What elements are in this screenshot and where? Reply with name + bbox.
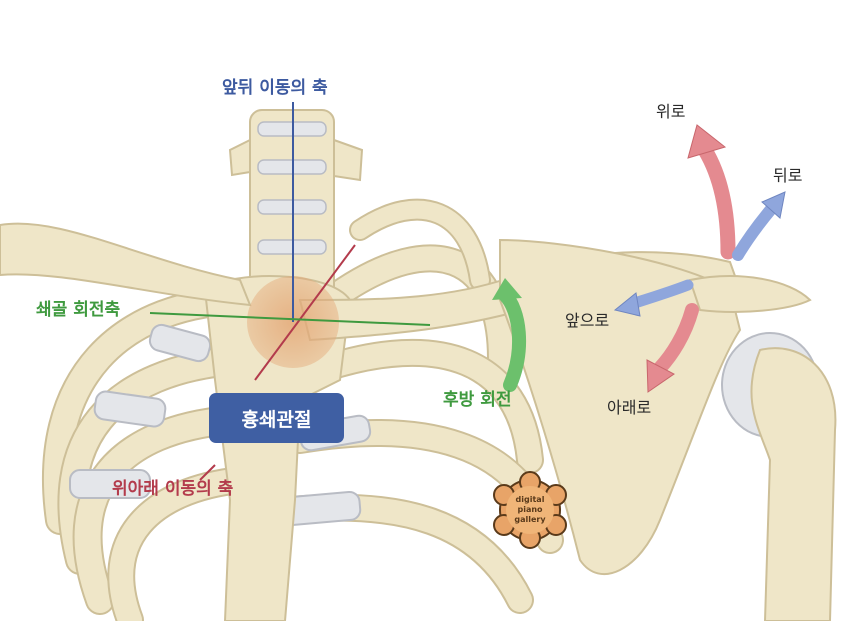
up-label: 위로 [656, 102, 686, 121]
si-axis-line [254, 244, 356, 381]
left-costal-cartilage [69, 323, 212, 499]
posterior-rotation-label: 후방 회전 [443, 390, 512, 410]
watermark-line-3: gallery [514, 515, 546, 524]
watermark-logo: digital piano gallery [493, 471, 567, 549]
back-arrow [732, 191, 786, 261]
watermark-line-1: digital [516, 495, 545, 504]
scapula [499, 238, 812, 576]
clavicle-axis-line [149, 312, 431, 326]
forward-label: 앞으로 [565, 311, 610, 330]
down-label: 아래로 [607, 398, 652, 417]
left-clavicle [0, 222, 252, 307]
clavicle-axis-label: 쇄골 회전축 [36, 300, 121, 320]
ap-axis-label: 앞뒤 이동의 축 [222, 78, 328, 98]
humerus [721, 332, 837, 621]
sternoclavicular-joint-badge: 흉쇄관절 [209, 393, 344, 443]
posterior-rotation-arrow [492, 278, 527, 392]
up-arrow [687, 124, 736, 260]
si-axis-label: 위아래 이동의 축 [112, 479, 234, 499]
down-arrow [646, 303, 699, 393]
watermark-line-2: piano [517, 505, 543, 514]
si-axis-leader [199, 464, 216, 481]
back-label: 뒤로 [773, 166, 803, 185]
forward-arrow [613, 279, 694, 317]
